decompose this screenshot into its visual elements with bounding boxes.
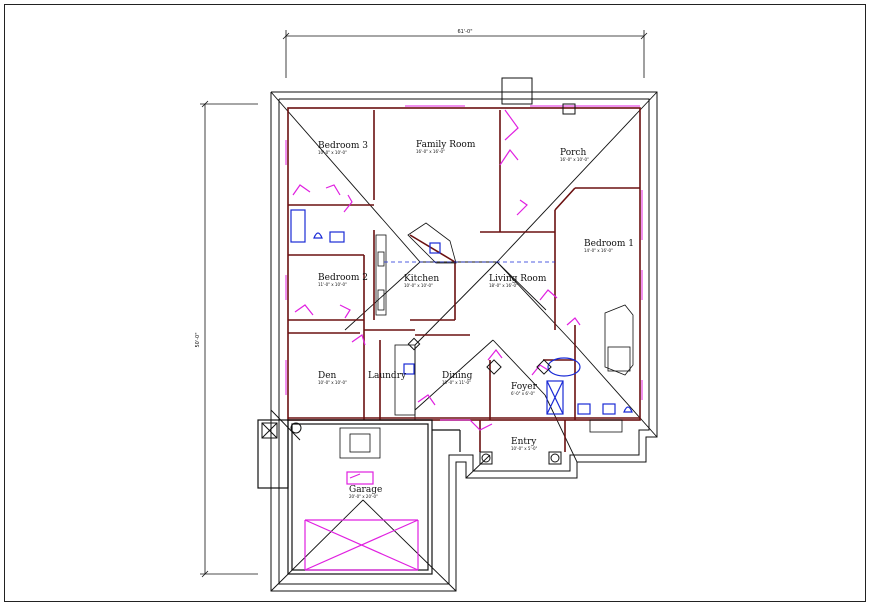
room-name-foyer: Foyer: [511, 382, 538, 392]
room-size-family: 16'-0" x 16'-0": [416, 149, 445, 154]
room-name-family: Family Room: [416, 140, 476, 150]
room-labels: Bedroom 3 10'-0" x 10'-0" Family Room 16…: [318, 140, 634, 499]
depth-dimension-label: 50'-0": [195, 332, 201, 347]
room-size-bedroom3: 10'-0" x 10'-0": [318, 150, 347, 155]
room-size-living: 18'-0" x 16'-0": [489, 283, 518, 288]
room-size-foyer: 6'-0" x 6'-0": [511, 391, 535, 396]
room-size-garage: 20'-0" x 20'-0": [349, 494, 378, 499]
door-swings: [292, 109, 581, 571]
room-size-porch: 16'-0" x 10'-0": [560, 157, 589, 162]
columns: [261, 103, 576, 465]
depth-dimension: [200, 100, 258, 578]
room-name-kitchen: Kitchen: [404, 274, 439, 284]
room-name-den: Den: [318, 371, 337, 381]
room-name-entry: Entry: [511, 437, 537, 447]
windows: [285, 105, 643, 421]
room-size-bedroom1: 14'-0" x 16'-0": [584, 248, 613, 253]
room-size-den: 10'-0" x 10'-0": [318, 380, 347, 385]
roof-hip-lines: [270, 91, 658, 592]
walls: [287, 107, 641, 452]
room-name-dining: Dining: [442, 371, 473, 381]
room-size-entry: 10'-0" x 5'-0": [511, 446, 538, 451]
room-size-bedroom2: 11'-0" x 10'-0": [318, 282, 347, 287]
drawing-border: [4, 4, 866, 602]
width-dimension-label: 61'-0": [457, 29, 472, 35]
room-name-bedroom3: Bedroom 3: [318, 141, 368, 151]
width-dimension: [282, 30, 648, 78]
room-name-laundry: Laundry: [368, 371, 407, 381]
room-name-porch: Porch: [560, 148, 586, 158]
cabinetry: [339, 222, 634, 459]
room-name-bedroom2: Bedroom 2: [318, 273, 368, 283]
room-name-garage: Garage: [349, 485, 382, 495]
room-size-kitchen: 10'-0" x 10'-0": [404, 283, 433, 288]
room-size-dining: 10'-0" x 11'-0": [442, 380, 471, 385]
plumbing-fixtures: [290, 209, 633, 415]
room-name-bedroom1: Bedroom 1: [584, 239, 634, 249]
room-name-living: Living Room: [489, 274, 547, 284]
